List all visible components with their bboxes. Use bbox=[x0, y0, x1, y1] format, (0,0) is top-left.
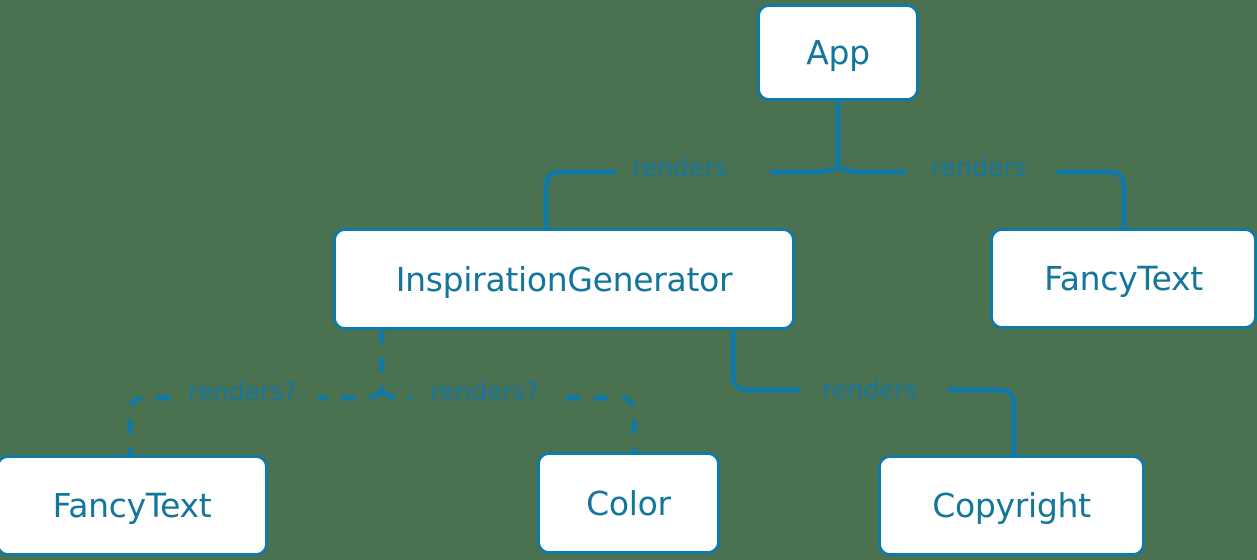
edge-inspirationgenerator-to-copyright-a bbox=[730, 330, 800, 393]
edge-label-app-inspirationgenerator: renders bbox=[632, 153, 728, 182]
edge-inspirationgenerator-to-color-b bbox=[566, 395, 637, 452]
node-app[interactable]: App bbox=[757, 4, 919, 101]
node-app-label: App bbox=[806, 33, 870, 72]
edge-label-inspirationgenerator-fancytext: renders? bbox=[188, 377, 297, 406]
edge-app-to-inspirationgenerator-right bbox=[770, 163, 840, 175]
edge-label-inspirationgenerator-copyright: renders bbox=[822, 375, 918, 404]
edge-inspirationgenerator-to-fancytext-bottom-a bbox=[318, 389, 384, 401]
node-fancytext-right-label: FancyText bbox=[1044, 259, 1203, 298]
edge-inspirationgenerator-to-fancytext-bottom-b bbox=[127, 395, 170, 455]
node-fancytext-bottom[interactable]: FancyText bbox=[0, 455, 268, 556]
edge-inspirationgenerator-to-color-a bbox=[380, 389, 412, 401]
node-fancytext-right[interactable]: FancyText bbox=[990, 228, 1257, 329]
edge-label-inspirationgenerator-color: renders? bbox=[430, 377, 539, 406]
node-copyright-label: Copyright bbox=[932, 486, 1091, 525]
edge-app-to-fancytext-right-a bbox=[836, 163, 906, 175]
node-fancytext-bottom-label: FancyText bbox=[52, 486, 212, 525]
edge-label-app-fancytext: renders bbox=[931, 153, 1027, 182]
node-inspirationgenerator[interactable]: InspirationGenerator bbox=[333, 228, 795, 330]
edge-app-to-inspirationgenerator-left bbox=[543, 169, 616, 228]
edge-app-to-fancytext-right-b bbox=[1057, 169, 1127, 228]
node-inspirationgenerator-label: InspirationGenerator bbox=[395, 259, 733, 299]
node-copyright[interactable]: Copyright bbox=[878, 455, 1145, 556]
edge-inspirationgenerator-to-copyright-b bbox=[948, 387, 1017, 455]
node-color-label: Color bbox=[586, 483, 671, 523]
node-color[interactable]: Color bbox=[537, 452, 720, 554]
